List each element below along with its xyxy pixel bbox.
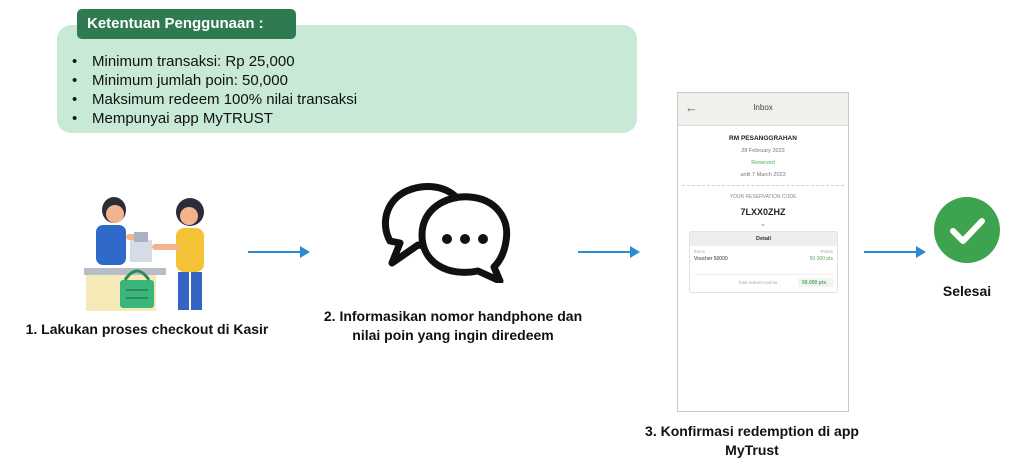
arrow-right bbox=[864, 246, 926, 258]
phone-header: ← Inbox bbox=[678, 93, 848, 126]
divider bbox=[694, 274, 833, 275]
done-label: Selesai bbox=[942, 283, 992, 299]
items-column-header: Items bbox=[694, 249, 706, 254]
total-label: Total redeem points : bbox=[738, 280, 780, 285]
terms-item: •Minimum jumlah poin: 50,000 bbox=[72, 72, 288, 89]
step1-caption: 1. Lakukan proses checkout di Kasir bbox=[25, 321, 269, 337]
step3-caption-line2: MyTrust bbox=[725, 442, 779, 458]
phone-screenshot: ← Inbox RM PESANGGRAHAN 28 February 2023… bbox=[677, 92, 849, 412]
total-points: 50.000 pts bbox=[802, 280, 827, 286]
detail-title: Detail bbox=[690, 232, 837, 246]
terms-item: •Minimum transaksi: Rp 25,000 bbox=[72, 53, 295, 70]
reservation-until: until 7 March 2023 bbox=[740, 172, 786, 178]
phone-header-title: Inbox bbox=[753, 103, 773, 112]
item-points: 50.000 pts bbox=[809, 256, 833, 262]
detail-card: Detail Items Points Voucher 50000 50.000… bbox=[689, 231, 838, 293]
cashier-checkout-icon bbox=[84, 197, 204, 311]
reservation-date: 28 February 2023 bbox=[741, 148, 785, 154]
chat-bubbles-icon bbox=[381, 183, 511, 283]
restaurant-name: RM PESANGGRAHAN bbox=[729, 135, 797, 142]
reservation-status: Reserved bbox=[751, 160, 775, 166]
chevron-down-icon[interactable]: ⌄ bbox=[759, 219, 767, 228]
reservation-code: 7LXX0ZHZ bbox=[740, 207, 786, 217]
total-box bbox=[798, 278, 834, 287]
divider bbox=[682, 185, 844, 186]
step2-caption-line1: 2. Informasikan nomor handphone dan bbox=[323, 308, 583, 324]
terms-box bbox=[57, 25, 637, 133]
arrow-right bbox=[248, 246, 310, 258]
terms-list: •Minimum transaksi: Rp 25,000 •Minimum j… bbox=[72, 52, 357, 128]
step2-caption-line2: nilai poin yang ingin diredeem bbox=[352, 327, 554, 343]
terms-item: •Maksimum redeem 100% nilai transaksi bbox=[72, 91, 358, 108]
points-column-header: Points bbox=[820, 249, 833, 254]
terms-item: •Mempunyai app MyTRUST bbox=[72, 110, 273, 127]
arrow-right bbox=[578, 246, 640, 258]
step3-caption-line1: 3. Konfirmasi redemption di app bbox=[645, 423, 859, 439]
code-label: YOUR RESERVATION CODE bbox=[729, 194, 797, 200]
checkmark-circle-icon bbox=[934, 197, 1000, 263]
back-arrow-icon[interactable]: ← bbox=[685, 100, 698, 115]
terms-title: Ketentuan Penggunaan : bbox=[77, 9, 296, 39]
item-name: Voucher 50000 bbox=[694, 256, 728, 262]
